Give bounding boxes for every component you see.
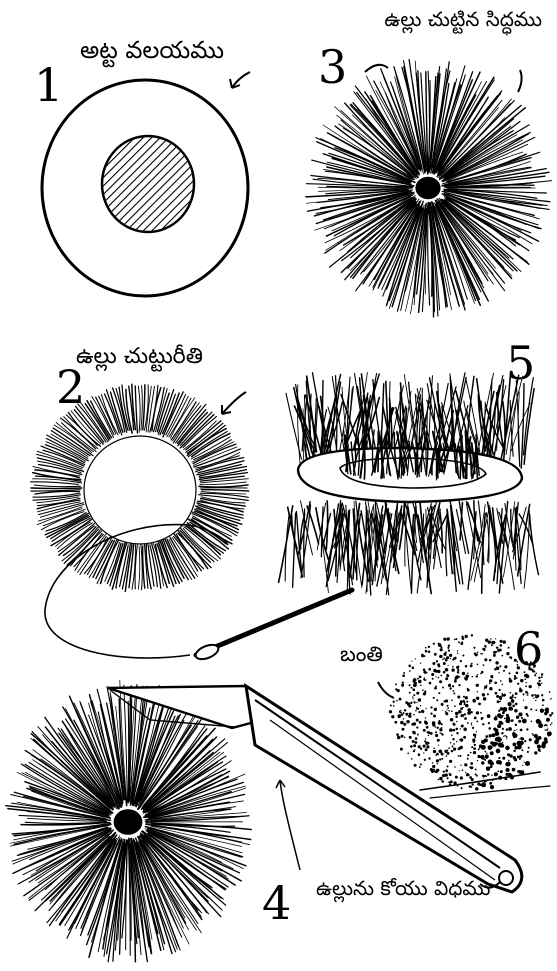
- figure-number-6: 6: [514, 626, 543, 672]
- figure-number-2: 2: [56, 364, 85, 410]
- figure-number-4: 4: [262, 880, 291, 926]
- hatched-center-disc: [102, 136, 194, 232]
- caption-figure-6: బంతి: [340, 644, 383, 665]
- figure-number-3: 3: [318, 44, 347, 90]
- figure-3-finished-pompom: [306, 60, 552, 317]
- figure-number-1: 1: [34, 62, 63, 108]
- figure-1-cardboard-ring: [42, 72, 250, 296]
- caption-figure-3: ఉల్లు చుట్టిన సిద్ధము: [372, 4, 542, 34]
- caption-figure-4: ఉల్లును కోయు విధము: [316, 872, 526, 904]
- caption-figure-1: అట్ట వలయము: [80, 38, 224, 62]
- figure-2-winding-ring: [31, 384, 249, 591]
- figure-5-tying-pompom: [279, 372, 539, 595]
- figure-number-5: 5: [506, 340, 535, 386]
- caption-figure-2: ఉల్లు చుట్టురీతి: [76, 346, 203, 368]
